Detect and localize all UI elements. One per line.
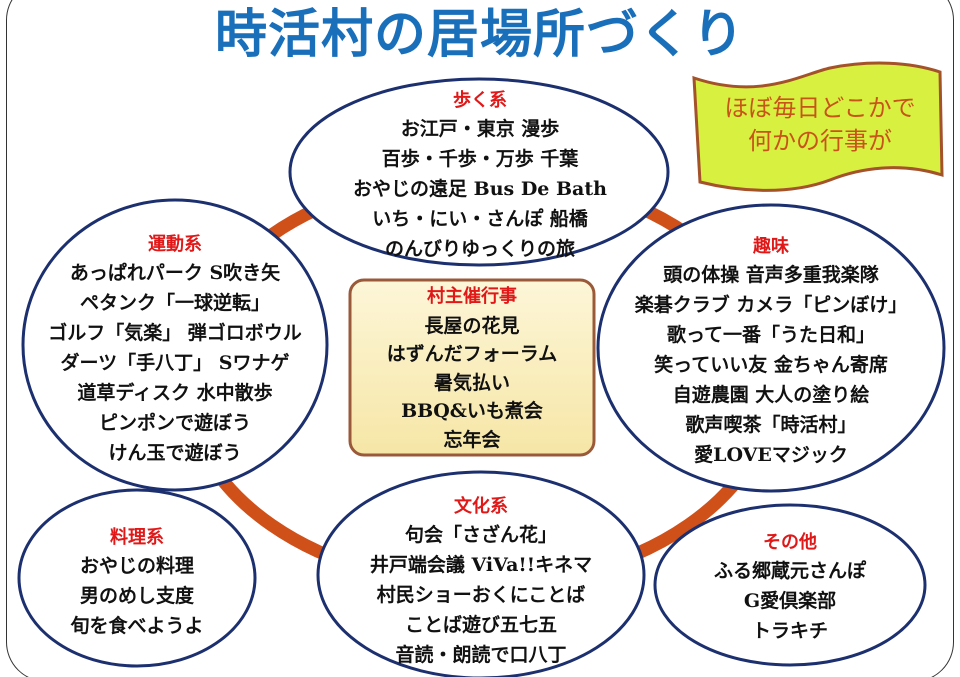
list-item: 男のめし支度 [79,585,194,607]
group-walk: 歩く系 お江戸・東京 漫歩 百歩・千歩・万歩 千葉 おやじの遠足 Bus De … [330,88,630,264]
list-item: 村民ショーおくにことば [376,584,586,606]
list-item: 歌声喫茶「時活村」 [685,414,857,436]
list-item: いち・にい・さんぽ 船橋 [372,208,588,230]
banner-line: ほぼ毎日どこかで [724,94,916,122]
list-item: 暑気払い [433,371,510,394]
group-other: その他 ふる郷蔵元さんぽ G愛倶楽部 トラキチ [690,530,890,646]
ellipse-other [653,503,927,667]
group-heading: 趣味 [753,236,789,257]
list-item: ペタンク「一球逆転」 [79,292,270,314]
list-item: ことば遊び五七五 [404,614,557,636]
banner-text: ほぼ毎日どこかで 何かの行事が [700,92,940,158]
village-events: 村主催行事 長屋の花見 はずんだフォーラム 暑気払い BBQ&いも煮会 忘年会 [352,283,592,454]
list-item: BBQ&いも煮会 [401,400,543,422]
list-item: はずんだフォーラム [386,343,558,365]
list-item: おやじの遠足 Bus De Bath [353,178,607,200]
list-item: 句会「さざん花」 [404,524,557,546]
list-item: けん玉で遊ぼう [108,442,242,464]
list-item: 旬を食べようよ [70,615,204,637]
list-item: ピンポンで遊ぼう [98,412,251,434]
list-item: 長屋の花見 [424,314,520,337]
list-item: 愛LOVEマジック [694,444,848,466]
ellipse-sports [21,198,329,492]
list-item: 自遊農園 大人の塗り絵 [672,384,870,406]
banner-line: 何かの行事が [748,127,892,155]
list-item: ダーツ「手八丁」 Sワナゲ [60,352,290,374]
list-item: あっぱれパーク S吹き矢 [69,262,281,284]
group-heading: その他 [763,532,817,553]
group-cooking: 料理系 おやじの料理 男のめし支度 旬を食べようよ [40,525,234,641]
list-item: 忘年会 [443,428,501,451]
group-heading: 料理系 [110,527,164,548]
group-heading: 村主催行事 [427,286,517,307]
group-culture: 文化系 句会「さざん花」 井戸端会議 ViVa!!キネマ 村民ショーおくにことば… [330,494,632,670]
list-item: 歌って一番「うた日和」 [666,324,876,346]
list-item: 井戸端会議 ViVa!!キネマ [369,554,593,576]
center-box [348,278,596,457]
list-item: トラキチ [751,620,828,642]
list-item: お江戸・東京 漫歩 [400,118,560,140]
list-item: 百歩・千歩・万歩 千葉 [381,148,579,170]
list-item: ゴルフ「気楽」 弾ゴロボウル [48,322,302,344]
ellipse-cooking [17,488,257,668]
list-item: 音読・朗読で口八丁 [395,644,567,666]
outer-frame [6,0,954,677]
page-title: 時活村の居場所づくり [214,4,745,65]
list-item: 道草ディスク 水中散歩 [77,382,273,404]
ellipse-walk [288,77,670,267]
list-item: G愛倶楽部 [743,590,837,612]
ellipse-hobby [596,203,946,493]
group-hobby: 趣味 頭の体操 音声多重我楽隊 楽碁クラブ カメラ「ピンぼけ」 歌って一番「うた… [610,234,932,470]
group-heading: 歩く系 [453,90,507,111]
list-item: 楽碁クラブ カメラ「ピンぼけ」 [634,294,908,316]
list-item: ふる郷蔵元さんぽ [713,560,866,582]
group-sports: 運動系 あっぱれパーク S吹き矢 ペタンク「一球逆転」 ゴルフ「気楽」 弾ゴロボ… [30,232,320,468]
group-heading: 文化系 [454,496,508,517]
ellipse-culture [316,470,646,677]
banner-shape [692,61,944,192]
list-item: 笑っていい友 金ちゃん寄席 [654,354,888,376]
list-item: おやじの料理 [79,555,194,577]
group-heading: 運動系 [148,234,202,255]
list-item: のんびりゆっくりの旅 [384,238,575,260]
list-item: 頭の体操 音声多重我楽隊 [663,264,879,286]
